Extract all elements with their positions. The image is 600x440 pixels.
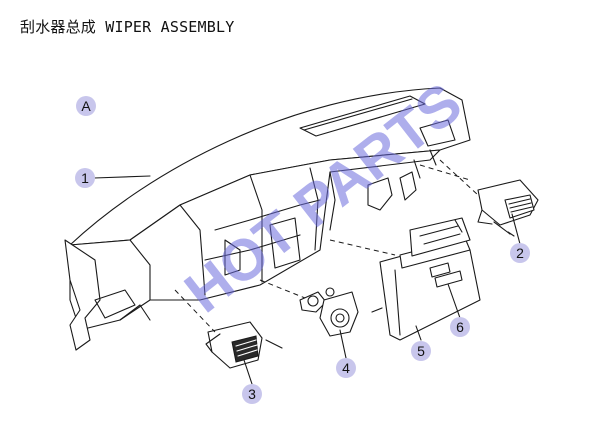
callout-3: 3	[242, 384, 262, 404]
svg-text:2: 2	[516, 245, 524, 261]
callout-5: 5	[411, 341, 431, 361]
svg-text:3: 3	[248, 386, 256, 402]
callout-2: 2	[510, 243, 530, 263]
right-air-vent-part	[477, 179, 539, 237]
svg-text:1: 1	[81, 170, 89, 186]
callout-4: 4	[336, 358, 356, 378]
svg-text:A: A	[81, 98, 91, 114]
leader-lines	[93, 175, 521, 385]
left-air-vent-part	[205, 321, 283, 369]
assembly-lines	[174, 159, 479, 333]
callout-1: 1	[75, 168, 95, 188]
switch-knob-part	[299, 287, 359, 337]
svg-text:5: 5	[417, 343, 425, 359]
instrument-panel-part	[64, 87, 471, 351]
svg-text:6: 6	[456, 319, 464, 335]
callout-6: 6	[450, 317, 470, 337]
glove-box-part	[371, 217, 481, 341]
view-label-a: A	[76, 96, 96, 116]
svg-text:4: 4	[342, 360, 350, 376]
page-title: 刮水器总成 WIPER ASSEMBLY	[20, 18, 235, 36]
